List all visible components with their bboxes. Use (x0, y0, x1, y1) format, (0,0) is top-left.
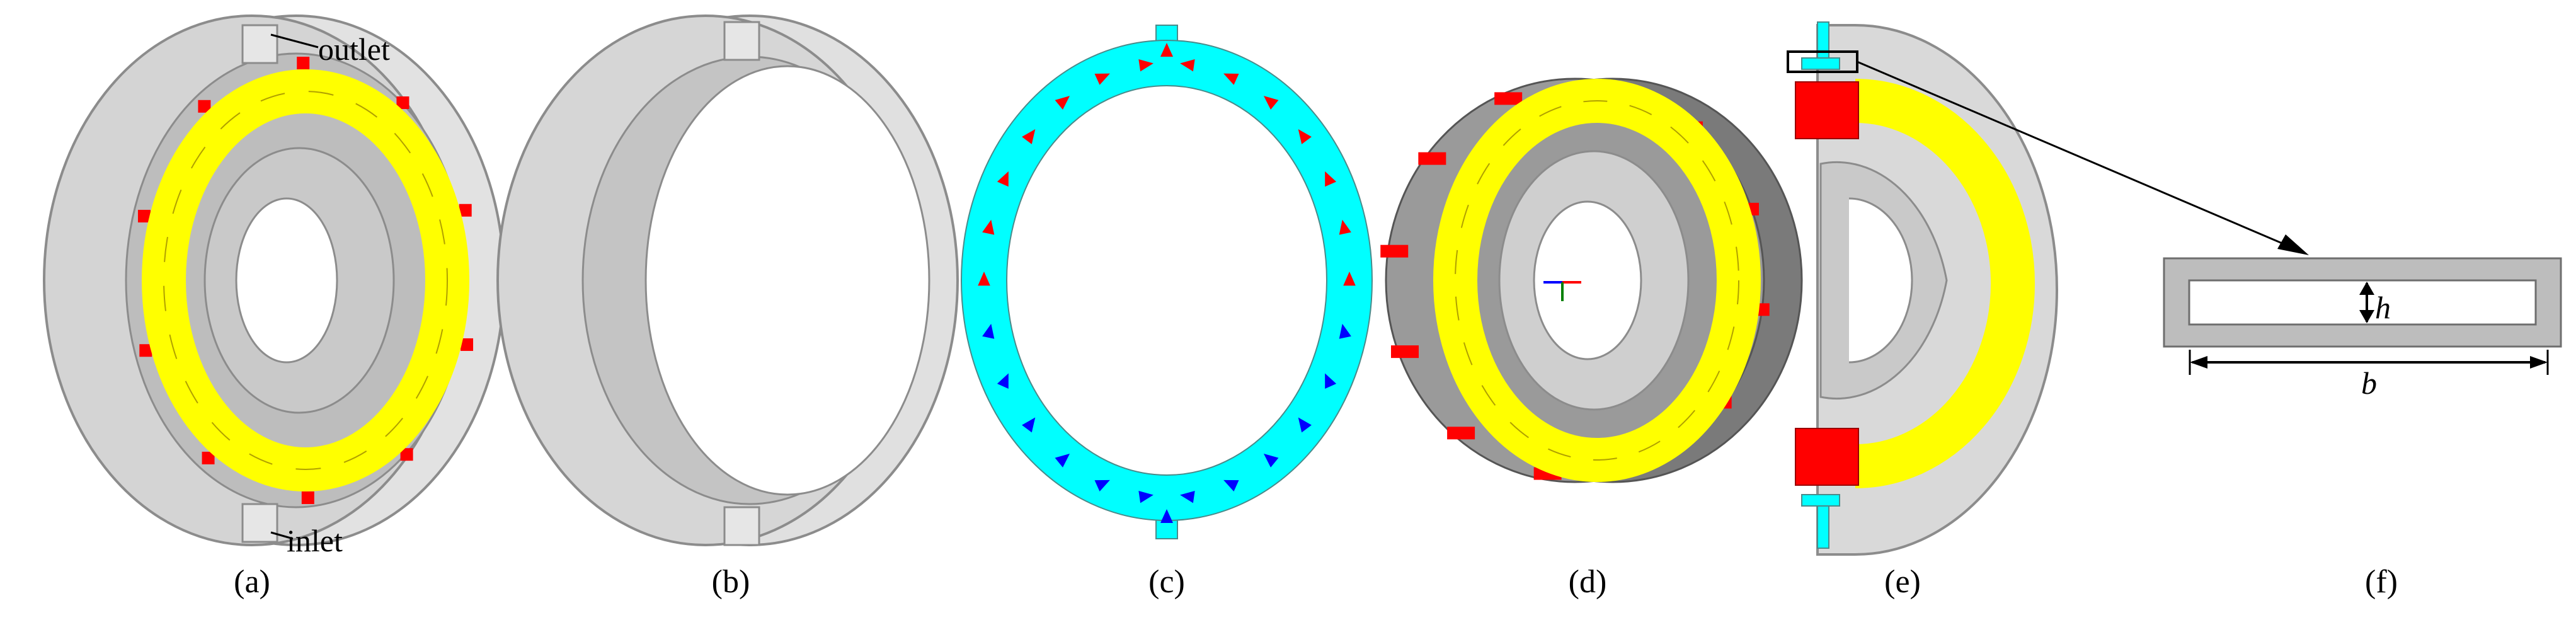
flow-arrow (1055, 454, 1070, 468)
outlet-pipe (241, 24, 278, 64)
magnet-block (400, 448, 413, 461)
section-coolant-inlet (1817, 503, 1829, 549)
section-magnet-bottom (1795, 428, 1859, 486)
magnet-block (301, 491, 314, 504)
panel-label-f: (f) (2365, 564, 2398, 600)
flow-arrow (982, 323, 995, 339)
flow-arrow (997, 373, 1009, 389)
panel-label-a: (a) (234, 564, 270, 600)
flow-arrow (1263, 96, 1279, 110)
flow-arrow (1180, 59, 1195, 72)
magnet-block (202, 451, 215, 464)
flow-arrow (1263, 454, 1279, 468)
panel-label-c: (c) (1148, 564, 1185, 600)
flow-arrow (1138, 490, 1153, 503)
winding-coil-divisions (163, 91, 448, 470)
winding-coil-divisions (1455, 100, 1739, 461)
flow-arrow (1022, 129, 1036, 144)
magnet-block (139, 344, 152, 357)
h-arrow-bottom (2359, 310, 2374, 323)
magnet-block (459, 204, 472, 217)
flow-arrow (1325, 373, 1337, 389)
panel-a-drawing: outlet inlet (43, 14, 505, 558)
magnet-block (461, 338, 474, 351)
b-arrow-left (2190, 356, 2207, 369)
jacket-inlet-pipe (723, 506, 760, 546)
panel-label-d: (d) (1569, 564, 1607, 600)
section-channel-top (1801, 57, 1840, 70)
shaft-bore (1533, 200, 1642, 360)
flow-arrow (1094, 73, 1110, 85)
magnet-slot (1380, 244, 1409, 258)
shaft-bore (235, 197, 338, 364)
panel-f-drawing: h b (2163, 257, 2562, 401)
section-winding (1855, 79, 2035, 488)
channel-passage (2188, 279, 2537, 326)
flow-arrow (1343, 272, 1356, 286)
flow-arrow (982, 219, 995, 235)
flow-arrow (1339, 219, 1351, 235)
flow-arrow (1094, 479, 1110, 491)
magnet-slot (1418, 152, 1446, 165)
flow-arrow (1055, 96, 1070, 110)
flow-arrow (1298, 129, 1312, 144)
magnet-slot (1391, 345, 1419, 359)
panel-d-drawing (1380, 78, 1803, 483)
flow-arrow (997, 171, 1009, 187)
section-channel-bottom (1801, 494, 1840, 507)
section-shaft-bore (1848, 197, 1913, 364)
outlet-leader-line (270, 33, 319, 49)
flow-arrow (978, 272, 990, 286)
magnet-block (396, 96, 409, 110)
flow-arrow (1022, 417, 1036, 433)
b-arrow-right (2530, 356, 2548, 369)
panel-c-drawing (961, 25, 1373, 539)
flow-arrow (1298, 417, 1312, 433)
jacket-outlet-pipe (723, 21, 760, 61)
magnet-blocks (137, 57, 474, 504)
flow-arrow-outlet (1160, 43, 1173, 57)
coolant-channel-inner-edge (1006, 85, 1327, 476)
panel-label-e: (e) (1884, 564, 1921, 600)
flow-arrow (1180, 490, 1195, 503)
b-dimension-label: b (2361, 365, 2377, 401)
panel-e-drawing (1787, 21, 2309, 556)
panel-b-drawing (496, 14, 959, 546)
coolant-channel-ring (961, 40, 1372, 520)
panel-label-b: (b) (712, 564, 750, 600)
flow-arrow (1339, 323, 1351, 339)
outlet-callout: outlet (318, 32, 390, 67)
magnet-slot (1447, 427, 1475, 440)
h-dimension-label: h (2375, 290, 2391, 325)
flow-arrow-inlet (1160, 509, 1173, 523)
magnet-block (137, 210, 151, 223)
flow-arrow (1325, 171, 1337, 187)
magnet-slot (1494, 92, 1523, 105)
inlet-leader-line (270, 531, 294, 540)
inlet-pipe (241, 503, 278, 543)
flow-arrows (978, 43, 1356, 523)
detail-leader-line (1857, 60, 2303, 253)
flow-arrow (1138, 59, 1153, 72)
magnet-block (198, 100, 211, 113)
jacket-opening (644, 65, 930, 496)
flow-arrow (1223, 479, 1239, 491)
inlet-callout: inlet (287, 523, 343, 558)
section-magnet-top (1795, 81, 1859, 139)
detail-leader-arrowhead (2277, 234, 2309, 255)
magnet-block (297, 57, 310, 70)
flow-arrow (1223, 73, 1239, 85)
h-arrow-top (2359, 282, 2374, 295)
